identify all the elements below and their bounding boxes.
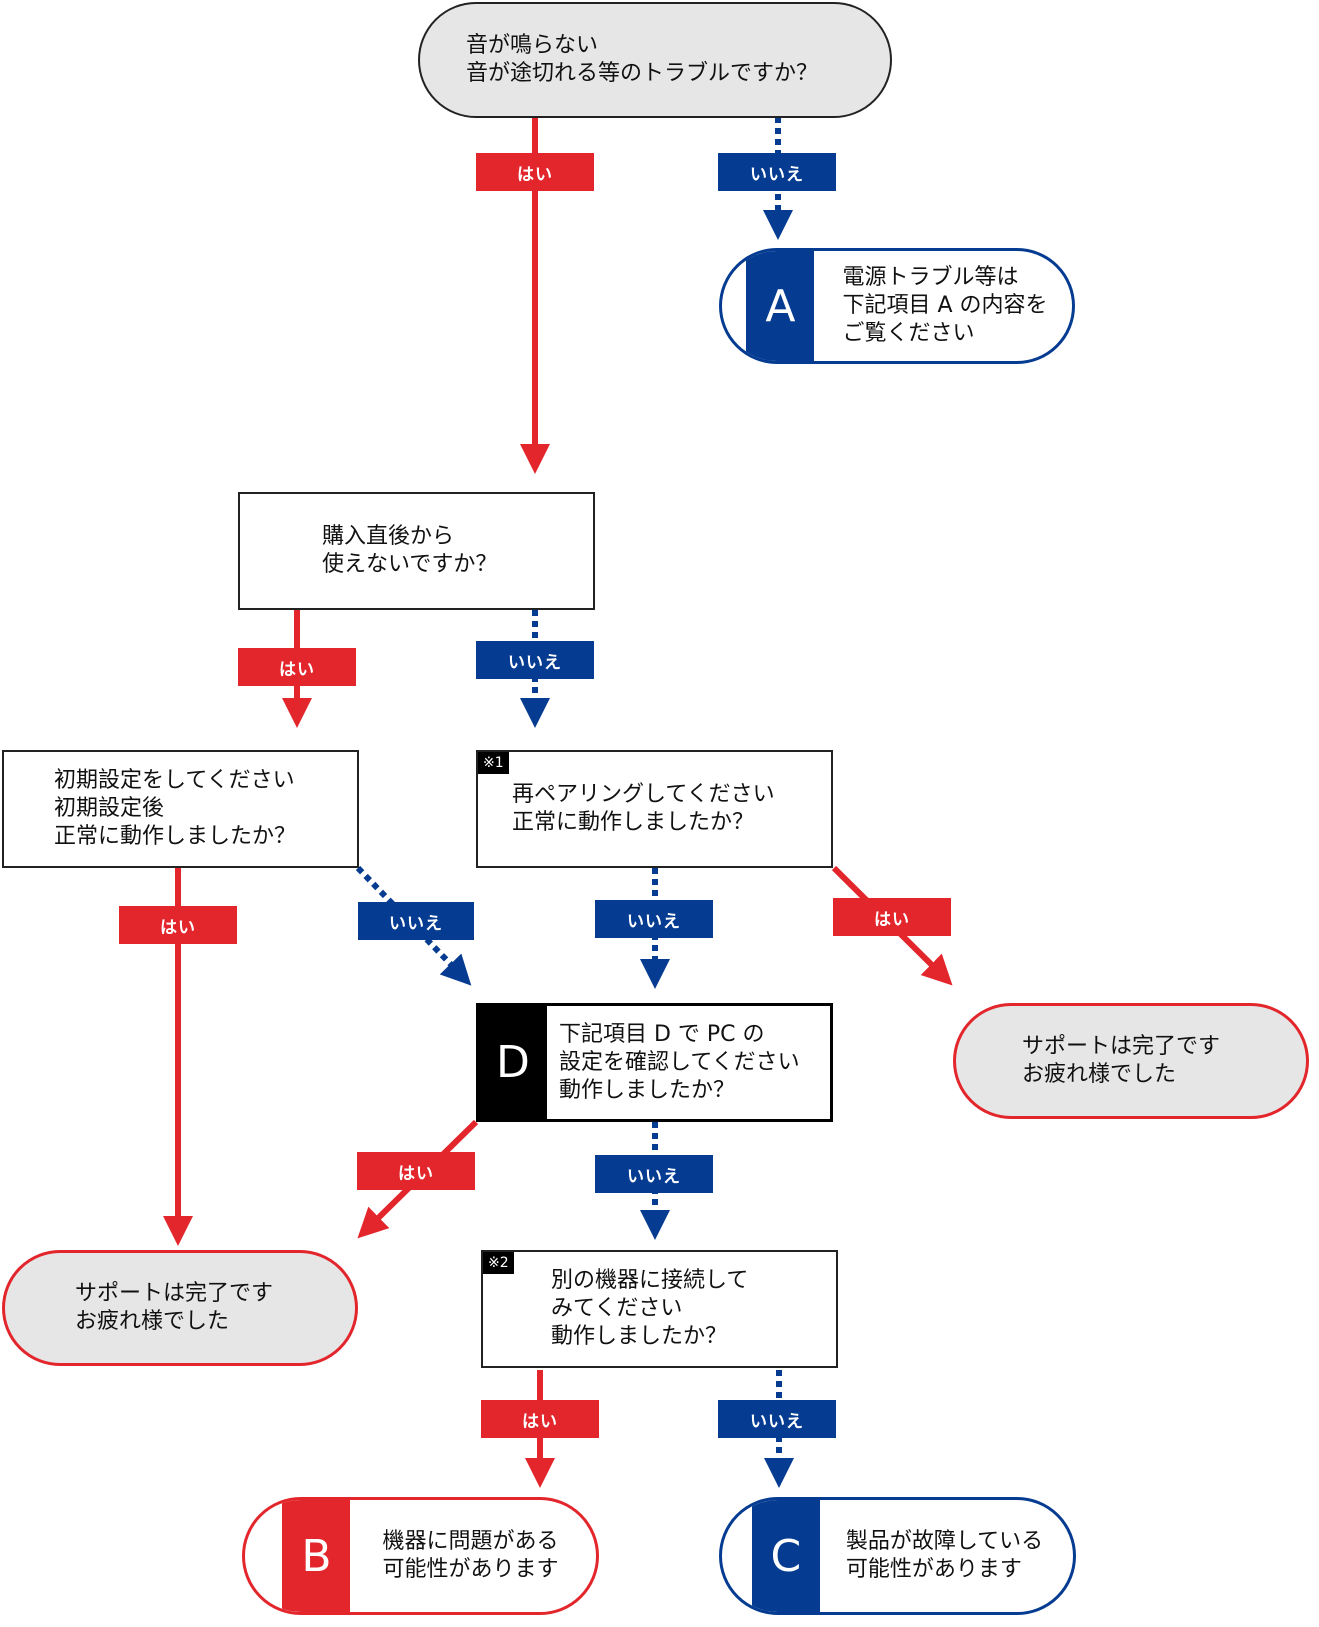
result-a-line-1: 電源トラブル等は xyxy=(842,265,1019,290)
other-device-question: ※2 別の機器に接続して みてください 動作しましたか？ xyxy=(481,1250,838,1368)
start-question: 音が鳴らない 音が途切れる等のトラブルですか？ xyxy=(418,2,892,118)
purchase-question: 購入直後から 使えないですか？ xyxy=(238,492,595,610)
start-line-1: 音が鳴らない xyxy=(466,33,599,58)
done-right-line-2: お疲れ様でした xyxy=(1022,1062,1177,1087)
result-c: C 製品が故障している 可能性があります xyxy=(719,1497,1076,1615)
result-a-letter: A xyxy=(746,251,815,361)
result-c-line-2: 可能性があります xyxy=(845,1557,1022,1582)
d-line-2: 設定を確認してください xyxy=(559,1049,800,1075)
purchase-line-2: 使えないですか？ xyxy=(322,552,498,577)
yes-label-start: はい xyxy=(476,153,594,191)
result-c-line-1: 製品が故障している xyxy=(845,1529,1044,1554)
initial-line-2: 初期設定後 xyxy=(54,796,165,821)
note-2: ※2 xyxy=(483,1252,514,1274)
no-label-initial: いいえ xyxy=(358,902,474,940)
no-label-d: いいえ xyxy=(595,1155,713,1193)
other-line-1: 別の機器に接続して xyxy=(551,1268,749,1293)
initial-line-3: 正常に動作しましたか？ xyxy=(54,824,297,849)
d-line-1: 下記項目 D で PC の xyxy=(559,1021,765,1047)
no-label-other: いいえ xyxy=(718,1400,836,1438)
pc-settings-question: D 下記項目 D で PC の 設定を確認してください 動作しましたか？ xyxy=(476,1003,833,1122)
note-1: ※1 xyxy=(478,752,509,774)
start-line-2: 音が途切れる等のトラブルですか？ xyxy=(466,61,819,86)
yes-label-initial: はい xyxy=(119,906,237,944)
done-right-line-1: サポートは完了です xyxy=(1022,1034,1221,1059)
other-line-3: 動作しましたか？ xyxy=(551,1324,728,1349)
no-label-purchase: いいえ xyxy=(476,641,594,679)
result-b-line-1: 機器に問題がある xyxy=(382,1529,559,1554)
result-b-line-2: 可能性があります xyxy=(382,1557,559,1582)
support-complete-left: サポートは完了です お疲れ様でした xyxy=(2,1250,358,1366)
yes-label-d: はい xyxy=(357,1152,475,1190)
other-line-2: みてください xyxy=(551,1296,683,1321)
initial-setup-question: 初期設定をしてください 初期設定後 正常に動作しましたか？ xyxy=(2,750,359,868)
result-c-letter: C xyxy=(751,1500,820,1612)
result-a-line-3: ご覧ください xyxy=(842,321,975,346)
no-label-repair: いいえ xyxy=(595,900,713,938)
no-label-start: いいえ xyxy=(718,153,836,191)
repair-line-2: 正常に動作しましたか？ xyxy=(512,810,755,835)
initial-line-1: 初期設定をしてください xyxy=(54,768,295,793)
result-b: B 機器に問題がある 可能性があります xyxy=(242,1497,599,1615)
repair-line-1: 再ペアリングしてください xyxy=(512,782,775,807)
support-complete-right: サポートは完了です お疲れ様でした xyxy=(953,1003,1309,1119)
yes-label-purchase: はい xyxy=(238,648,356,686)
done-left-line-1: サポートは完了です xyxy=(75,1281,274,1306)
yes-label-other: はい xyxy=(481,1400,599,1438)
result-b-letter: B xyxy=(282,1500,351,1612)
result-a-line-2: 下記項目 A の内容を xyxy=(842,293,1048,318)
question-d-letter: D xyxy=(479,1006,547,1119)
result-a: A 電源トラブル等は 下記項目 A の内容を ご覧ください xyxy=(719,248,1075,364)
repair-question: ※1 再ペアリングしてください 正常に動作しましたか？ xyxy=(476,750,833,868)
no-connector-initial xyxy=(355,865,472,986)
yes-label-repair: はい xyxy=(833,898,951,936)
d-line-3: 動作しましたか？ xyxy=(559,1077,736,1103)
purchase-line-1: 購入直後から xyxy=(322,524,455,549)
done-left-line-2: お疲れ様でした xyxy=(75,1309,230,1334)
